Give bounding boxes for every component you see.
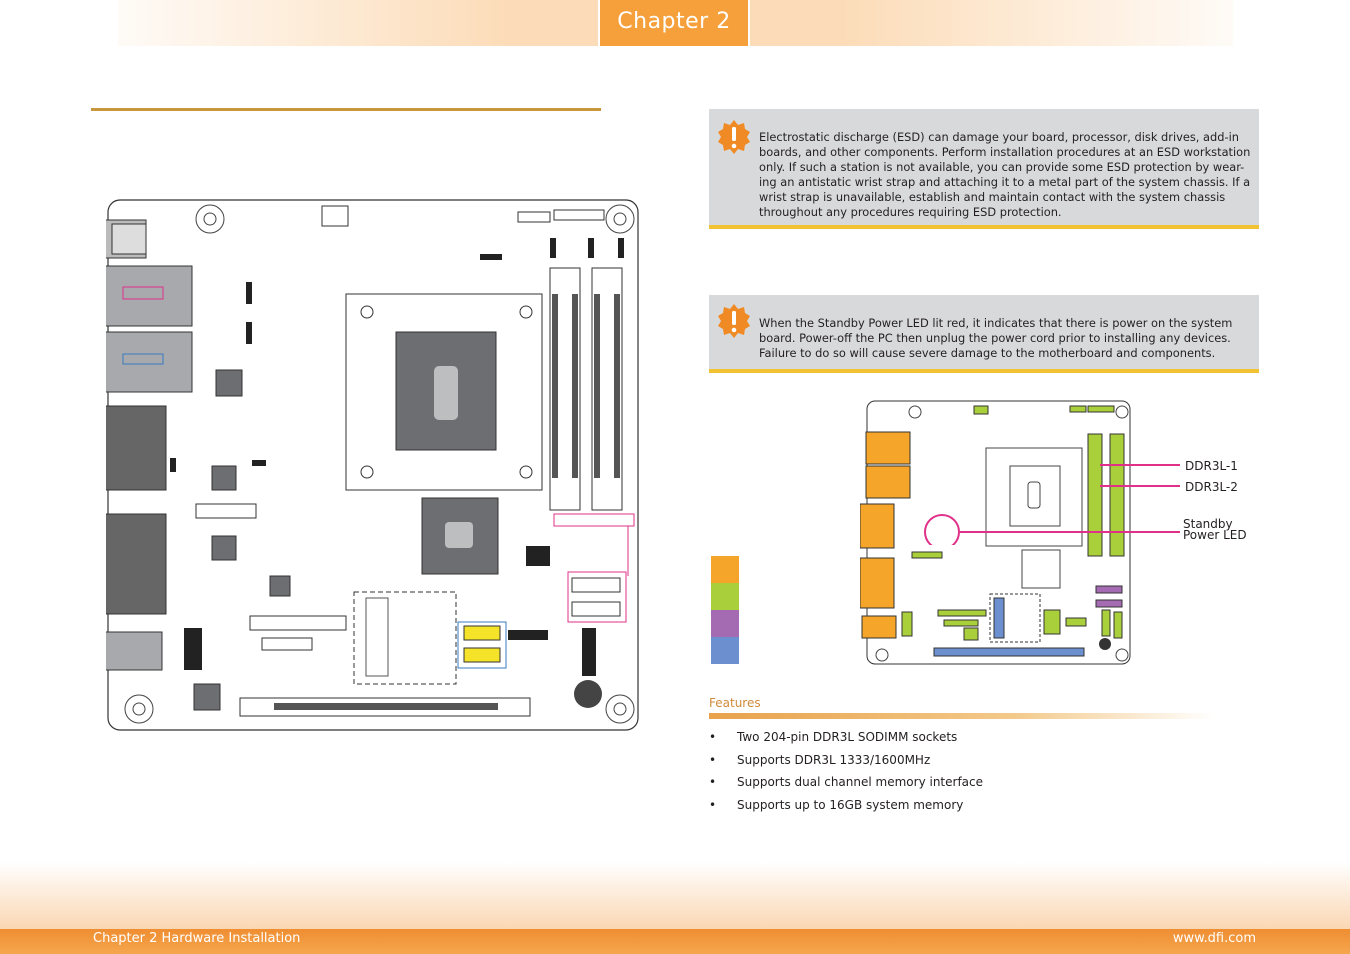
callout-ddr3l-2: DDR3L-2	[1185, 480, 1238, 494]
warning-exclamation-icon	[718, 304, 750, 338]
footer-chapter-label: Chapter 2 Hardware Installation	[93, 931, 301, 946]
chapter-tab: Chapter 2	[598, 0, 750, 46]
callout-lines	[924, 464, 1180, 545]
footer: Chapter 2 Hardware Installation www.dfi.…	[0, 929, 1350, 954]
legend-swatch-purple	[711, 610, 739, 637]
list-item: Supports dual channel memory interface	[709, 773, 983, 796]
list-item: Supports DDR3L 1333/1600MHz	[709, 751, 983, 774]
footer-website: www.dfi.com	[1172, 931, 1256, 946]
features-divider	[709, 713, 1214, 719]
motherboard-diagram	[106, 199, 639, 731]
features-title: Features	[709, 696, 761, 710]
standby-led-warning-text: When the Standby Power LED lit red, it i…	[759, 316, 1233, 360]
features-list: Two 204-pin DDR3L SODIMM sockets Support…	[709, 728, 983, 818]
footer-band	[0, 862, 1350, 934]
esd-warning-text: Electrostatic discharge (ESD) can damage…	[759, 130, 1251, 219]
legend-swatch-orange	[711, 556, 739, 583]
esd-warning-box: Electrostatic discharge (ESD) can damage…	[709, 109, 1259, 229]
legend-swatch-blue	[711, 637, 739, 664]
warning-exclamation-icon	[718, 120, 750, 154]
section-rule	[91, 108, 601, 111]
legend-swatch-green	[711, 583, 739, 610]
standby-led-warning-box: When the Standby Power LED lit red, it i…	[709, 295, 1259, 373]
list-item: Two 204-pin DDR3L SODIMM sockets	[709, 728, 983, 751]
list-item: Supports up to 16GB system memory	[709, 796, 983, 819]
callout-ddr3l-1: DDR3L-1	[1185, 459, 1238, 473]
callout-standby-power-led: Standby Power LED	[1183, 517, 1247, 542]
